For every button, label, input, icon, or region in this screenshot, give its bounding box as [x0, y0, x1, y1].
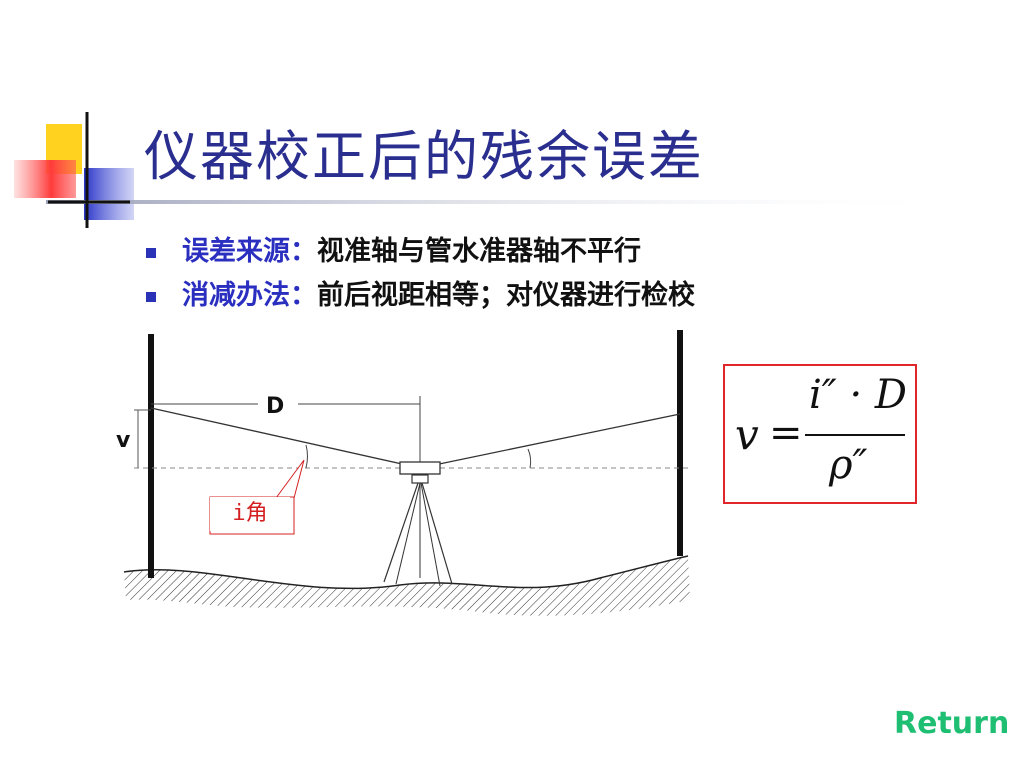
error-v-label: v — [116, 428, 131, 453]
tripod-leg-left — [383, 482, 419, 583]
angle-arc-left — [305, 444, 308, 469]
formula-lhs: v — [735, 410, 759, 459]
bullet-square-icon — [146, 248, 156, 258]
bullet-key: 误差来源：视准轴与管水准器轴不平行 — [182, 236, 641, 267]
formula-denominator: ρ″ — [829, 442, 868, 488]
formula-numerator: i″ · D — [809, 372, 907, 418]
bullet-value: 视准轴与管水准器轴不平行 — [317, 236, 641, 267]
inclined-sight-line-left — [150, 407, 421, 469]
return-link[interactable]: Return — [894, 706, 1010, 741]
formula-equals: = — [769, 410, 803, 456]
blue-square — [84, 168, 134, 220]
ground-hatching — [124, 556, 690, 616]
bullet-square-icon — [146, 292, 156, 302]
title-decoration — [14, 112, 966, 228]
bullet-key: 消减办法：前后视距相等；对仪器进行检校 — [182, 280, 695, 311]
formula-box: v = i″ · D ρ″ — [723, 364, 917, 504]
level-instrument — [399, 461, 441, 475]
angle-callout-pointer — [275, 459, 305, 499]
tripod-leg-left-inner — [395, 482, 421, 585]
divider-line — [46, 200, 966, 204]
angle-arc-right — [527, 448, 532, 469]
instrument-base — [411, 474, 429, 484]
tripod-leg-right — [421, 482, 453, 585]
fraction-bar — [805, 434, 905, 436]
inclined-sight-line-right — [419, 413, 681, 469]
bullet-value: 前后视距相等；对仪器进行检校 — [317, 280, 695, 311]
distance-label: D — [266, 394, 285, 419]
ground-line — [123, 555, 689, 590]
red-square — [14, 160, 76, 198]
tripod-leg-right-inner — [420, 482, 441, 587]
i-angle-callout: i角 — [210, 497, 290, 531]
slide-title: 仪器校正后的残余误差 — [144, 125, 704, 188]
